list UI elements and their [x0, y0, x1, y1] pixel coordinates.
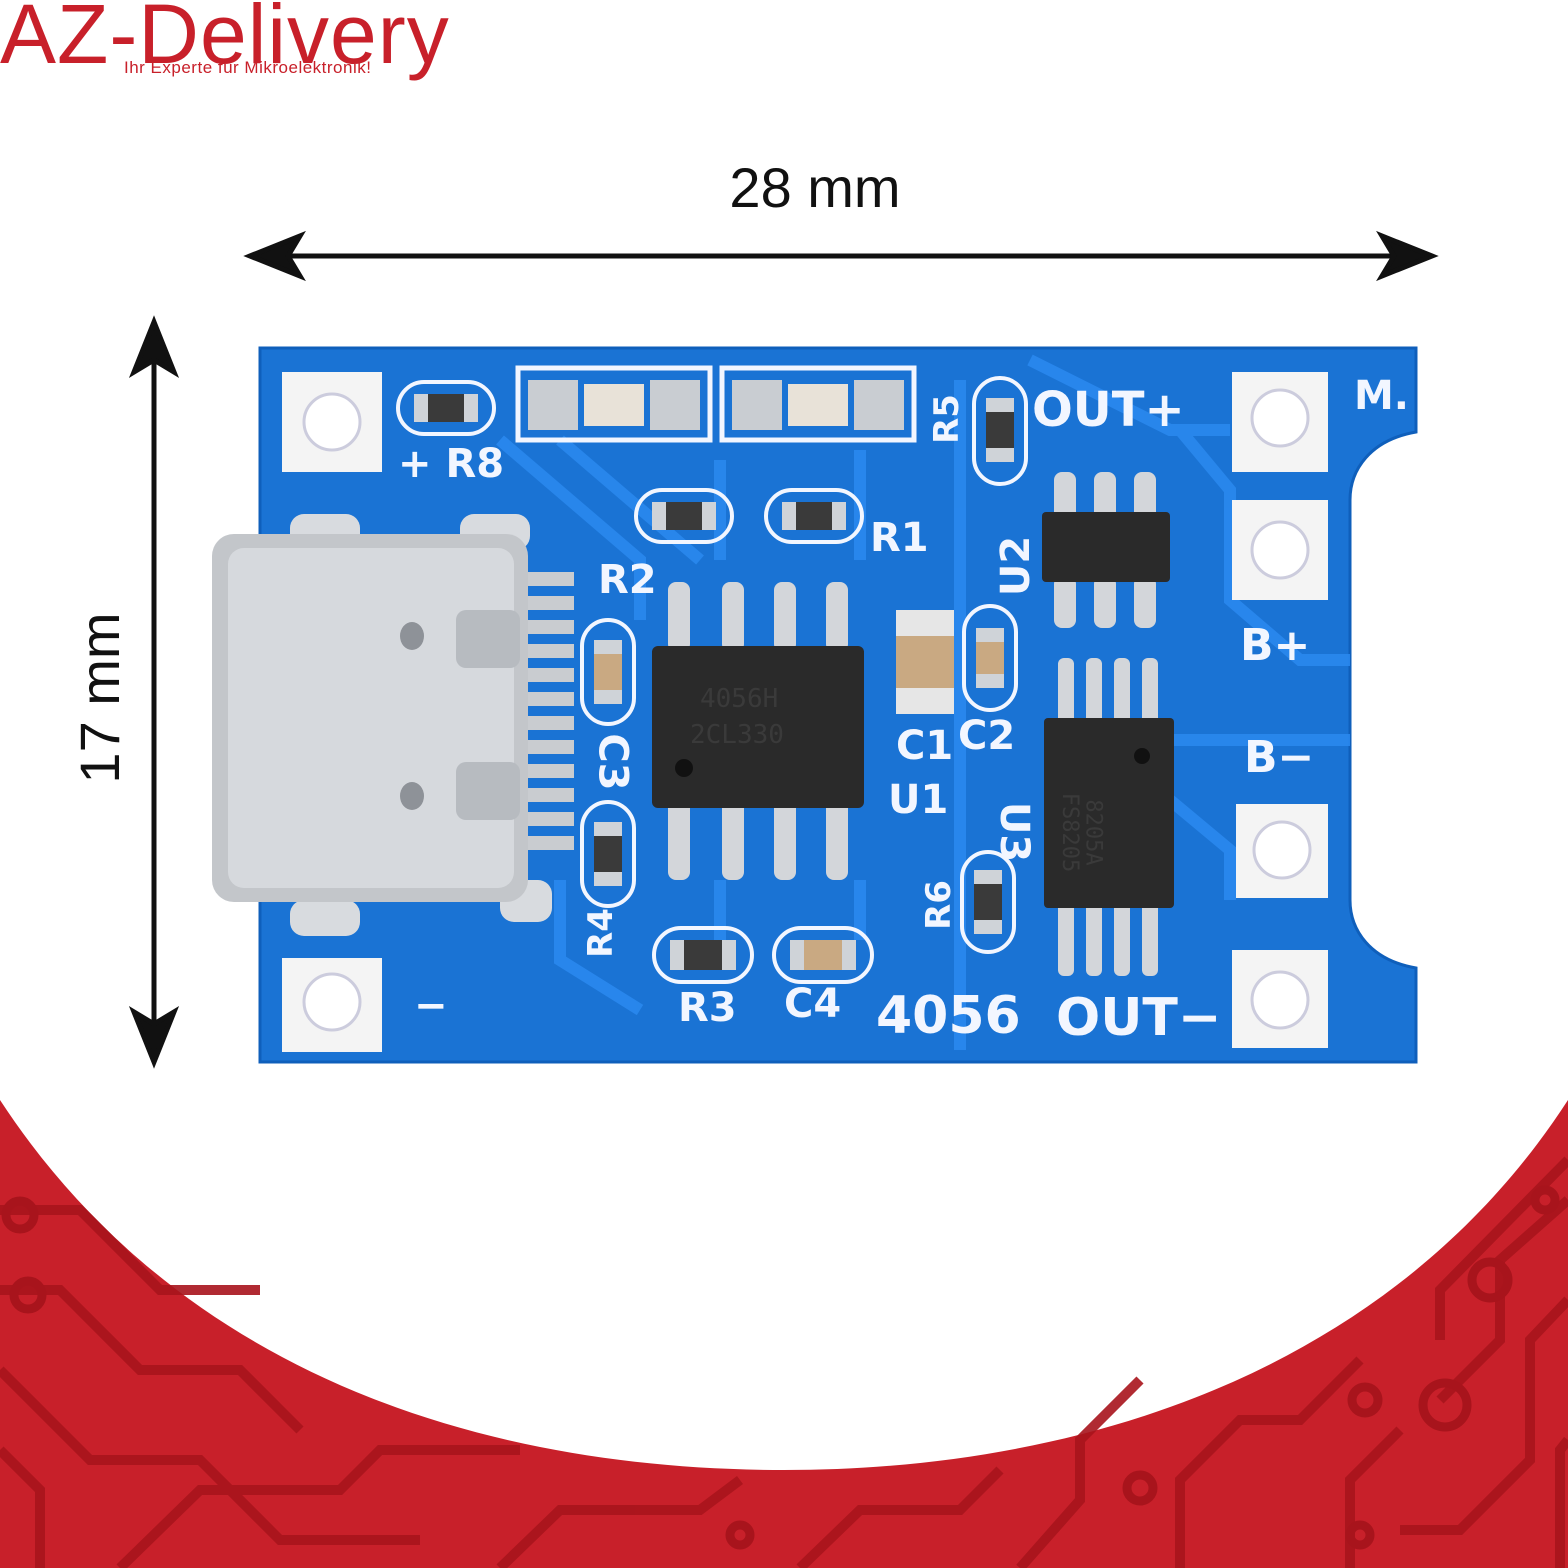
- circuit-vias: [1, 1185, 1560, 1550]
- chip-u1-marking-line2: 2CL330: [690, 720, 784, 750]
- width-dimension-arrow: [243, 230, 1439, 282]
- chip-u2: [1042, 472, 1170, 628]
- silk-r5: R5: [926, 394, 967, 444]
- pcb-board: [212, 346, 1418, 1064]
- resistor-r5: [972, 376, 1028, 486]
- silk-c1: C1: [896, 723, 954, 769]
- resistor-r3: [652, 926, 754, 984]
- brand-tagline: Ihr Experte für Mikroelektronik!: [124, 58, 372, 77]
- silk-c2: C2: [958, 713, 1016, 759]
- silk-r3: R3: [678, 985, 737, 1031]
- silk-r2: R2: [598, 557, 657, 603]
- silk-b-plus: B+: [1240, 620, 1311, 671]
- height-label: 17 mm: [68, 612, 131, 784]
- brand-logo: AZ-Delivery: [0, 0, 450, 81]
- chip-u3-marking-line2: FS8205: [1057, 792, 1083, 873]
- chip-u1-marking-line1: 4056H: [700, 684, 779, 714]
- silk-u1: U1: [888, 777, 949, 823]
- status-leds: [515, 365, 917, 443]
- capacitor-c4: [772, 926, 874, 984]
- resistor-r4: [580, 800, 636, 908]
- resistor-r8: [396, 380, 496, 436]
- silk-model: 4056: [876, 986, 1021, 1046]
- silk-r1: R1: [870, 515, 929, 561]
- chip-u3: [1044, 658, 1174, 976]
- resistor-r2: [634, 488, 734, 544]
- silk-m: M.: [1354, 373, 1409, 419]
- resistor-r6: [960, 850, 1016, 954]
- silk-out-plus: OUT+: [1032, 382, 1185, 438]
- usb-c-connector: [212, 514, 574, 936]
- width-label: 28 mm: [729, 156, 901, 219]
- silk-c4: C4: [784, 981, 842, 1027]
- chip-u1: [652, 582, 864, 880]
- silk-minus: −: [414, 983, 448, 1029]
- silk-r4: R4: [580, 908, 621, 958]
- silk-u3: U3: [991, 801, 1038, 863]
- silk-r6: R6: [918, 880, 959, 930]
- smd-components: [396, 376, 1028, 984]
- chip-u3-marking-line1: 8205A: [1080, 799, 1106, 866]
- capacitor-c3: [580, 618, 636, 726]
- capacitor-c2: [962, 604, 1018, 712]
- silk-r8: + R8: [398, 441, 505, 487]
- silk-c3: C3: [589, 733, 636, 791]
- capacitor-c1: [896, 610, 954, 714]
- solder-pads: [282, 372, 1328, 1052]
- silk-b-minus: B−: [1244, 732, 1315, 783]
- silk-u2: U2: [993, 535, 1040, 597]
- height-dimension-arrow: [128, 315, 180, 1069]
- silk-out-minus: OUT−: [1056, 988, 1222, 1048]
- resistor-r1: [764, 488, 864, 544]
